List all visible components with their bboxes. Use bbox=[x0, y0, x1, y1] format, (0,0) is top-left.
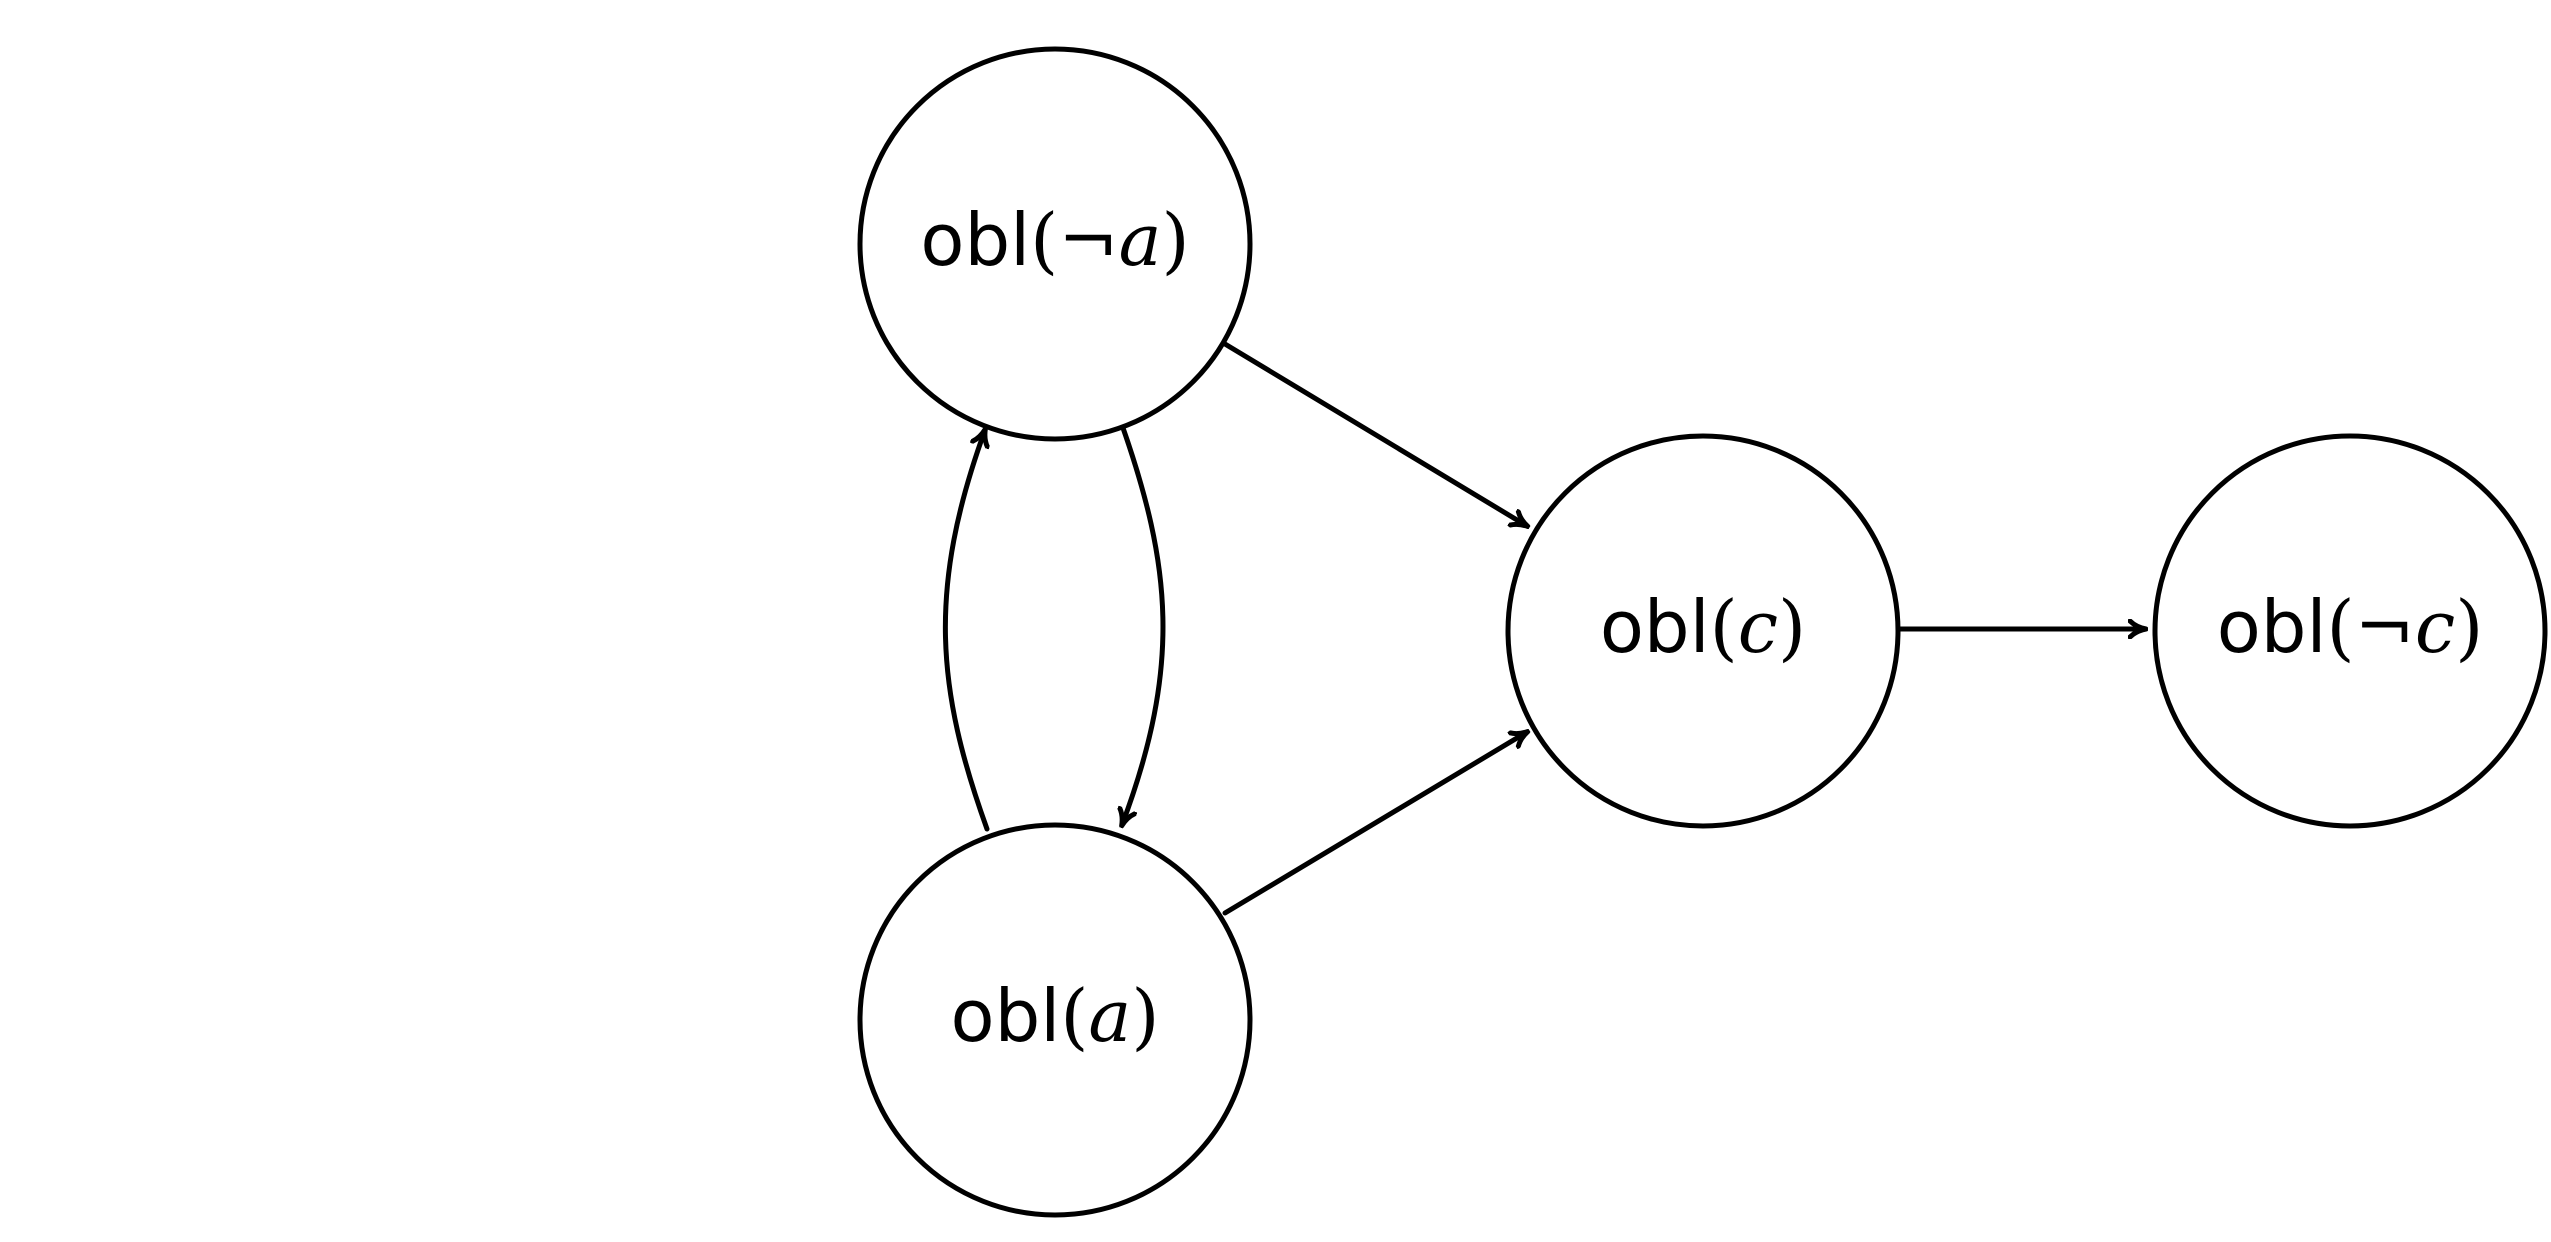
edge-obl-neg-a-to-obl-c bbox=[1222, 341, 1527, 526]
node-label-obl-c: obl(c) bbox=[1600, 585, 1806, 669]
edge-obl-neg-a-to-obl-a bbox=[1122, 422, 1166, 825]
node-obl-a: obl(a) bbox=[857, 822, 1253, 1218]
node-label-obl-neg-c: obl(¬c) bbox=[2217, 585, 2484, 669]
node-label-obl-a: obl(a) bbox=[951, 974, 1160, 1058]
node-obl-neg-a: obl(¬a) bbox=[857, 46, 1253, 442]
edge-obl-a-to-obl-neg-a bbox=[942, 430, 987, 832]
node-label-obl-neg-a: obl(¬a) bbox=[920, 198, 1189, 282]
node-obl-c: obl(c) bbox=[1505, 433, 1901, 829]
node-obl-neg-c: obl(¬c) bbox=[2152, 433, 2548, 829]
edge-obl-a-to-obl-c bbox=[1222, 732, 1527, 916]
